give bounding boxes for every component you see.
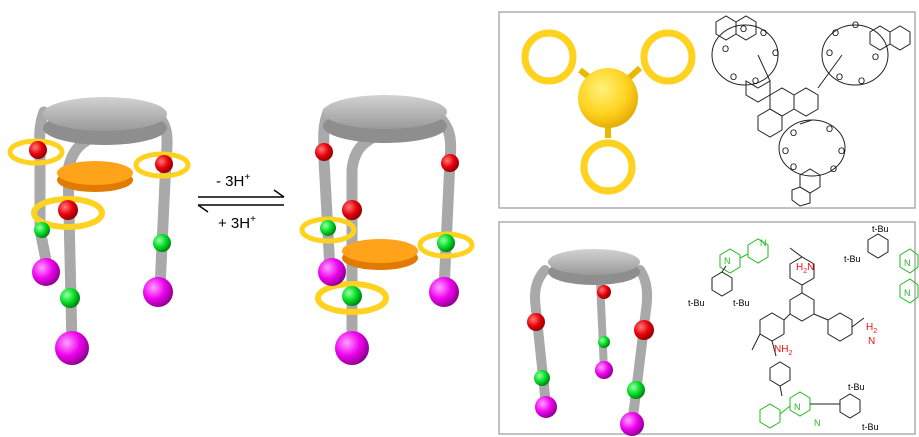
bipyridinium-station <box>153 234 171 252</box>
svg-text:O: O <box>790 162 797 172</box>
top-platform <box>323 95 447 129</box>
svg-text:N: N <box>904 258 911 268</box>
orange-platform <box>57 161 133 185</box>
svg-text:O: O <box>730 72 737 82</box>
svg-text:N: N <box>814 418 821 428</box>
ammonium-station <box>315 143 333 161</box>
rig-labels: t-Bu t-Bu t-Bu t-Bu t-Bu t-Bu H2N H2 N N… <box>688 224 911 432</box>
stopper <box>429 277 459 307</box>
svg-text:N: N <box>724 256 731 266</box>
crown-ring <box>521 29 577 85</box>
crown-ether-ring <box>299 216 357 244</box>
bipyridinium-station <box>320 220 336 236</box>
ammonium-label: NH2 <box>774 344 792 357</box>
svg-text:t-Bu: t-Bu <box>848 382 865 392</box>
equilibrium-arrows: - 3H+ + 3H+ <box>197 172 285 232</box>
stopper <box>143 277 173 307</box>
ammonium-station <box>342 200 362 220</box>
svg-text:O: O <box>772 48 779 58</box>
orange-platform <box>342 239 418 263</box>
svg-text:O: O <box>760 28 767 38</box>
ammonium-station <box>597 285 611 299</box>
tritopic-host-panel: O O O O O O O O O O O O O O O O O O <box>498 11 916 209</box>
bipyridinium-station <box>598 336 610 348</box>
bipyridinium-station <box>437 234 455 252</box>
crown-ether-ring <box>133 151 191 179</box>
leg-rod <box>154 112 173 294</box>
ammonium-station <box>29 141 47 159</box>
svg-text:t-Bu: t-Bu <box>872 224 889 234</box>
svg-text:O: O <box>830 164 837 174</box>
top-platform <box>43 97 167 131</box>
panel-frame <box>498 11 916 209</box>
crown-ring <box>640 29 696 85</box>
ammonium-label: N <box>868 336 875 347</box>
svg-text:O: O <box>722 44 729 54</box>
leg-rod <box>434 112 457 296</box>
stopper <box>335 331 369 365</box>
svg-text:N: N <box>794 402 801 412</box>
svg-text:N: N <box>904 288 911 298</box>
stopper <box>55 331 89 365</box>
ammonium-label: H2N <box>796 262 814 275</box>
svg-text:O: O <box>836 72 843 82</box>
ammonium-label: H2 <box>866 322 877 335</box>
reverse-condition: + 3H+ <box>218 214 256 232</box>
svg-text:O: O <box>872 52 879 62</box>
host-structure <box>711 15 911 207</box>
ammonium-station <box>441 154 459 172</box>
stopper <box>32 258 60 286</box>
svg-text:O: O <box>838 146 845 156</box>
bipyridinium-station <box>34 222 50 238</box>
stopper <box>318 258 346 286</box>
forward-condition: - 3H+ <box>216 172 250 190</box>
crown-ether-ring <box>7 138 65 166</box>
stopper <box>535 396 557 418</box>
leg-rod <box>34 106 50 236</box>
svg-text:O: O <box>740 24 747 34</box>
crown-ring <box>580 139 636 195</box>
svg-text:O: O <box>852 20 859 30</box>
bipyridinium-station <box>60 288 80 308</box>
ammonium-station <box>58 200 78 220</box>
oxygen-atoms: O O O O O O O O O O O O O O O O O O <box>722 20 879 174</box>
stopper <box>595 361 613 379</box>
svg-text:t-Bu: t-Bu <box>844 254 861 264</box>
svg-text:N: N <box>760 238 767 248</box>
ammonium-station <box>155 155 173 173</box>
svg-text:O: O <box>782 146 789 156</box>
bipyridinium-station <box>342 286 362 306</box>
svg-text:O: O <box>826 124 833 134</box>
ammonium-station <box>634 320 654 340</box>
top-platform <box>548 249 640 275</box>
leg-rod <box>318 106 336 276</box>
crown-ether-ring <box>31 196 105 230</box>
bipyridinium-station <box>627 381 645 399</box>
svg-text:O: O <box>826 48 833 58</box>
core-disc <box>578 68 638 128</box>
svg-text:O: O <box>790 128 797 138</box>
ammonium-station <box>527 313 545 331</box>
svg-text:O: O <box>832 28 839 38</box>
svg-text:t-Bu: t-Bu <box>688 298 705 308</box>
elevator-state-deprotonated <box>299 95 475 365</box>
svg-text:t-Bu: t-Bu <box>733 298 750 308</box>
stopper <box>620 412 644 436</box>
svg-text:O: O <box>858 76 865 86</box>
crown-ether-ring <box>315 281 389 315</box>
rig-structure <box>711 233 919 429</box>
elevator-state-protonated <box>7 97 191 365</box>
trifurcated-rig-panel: t-Bu t-Bu t-Bu t-Bu t-Bu t-Bu H2N H2 N N… <box>498 221 919 436</box>
bipyridinium-station <box>534 370 550 386</box>
svg-text:O: O <box>752 76 759 86</box>
rig-cartoon <box>527 249 654 436</box>
host-cartoon <box>521 29 696 195</box>
svg-text:t-Bu: t-Bu <box>862 422 879 432</box>
